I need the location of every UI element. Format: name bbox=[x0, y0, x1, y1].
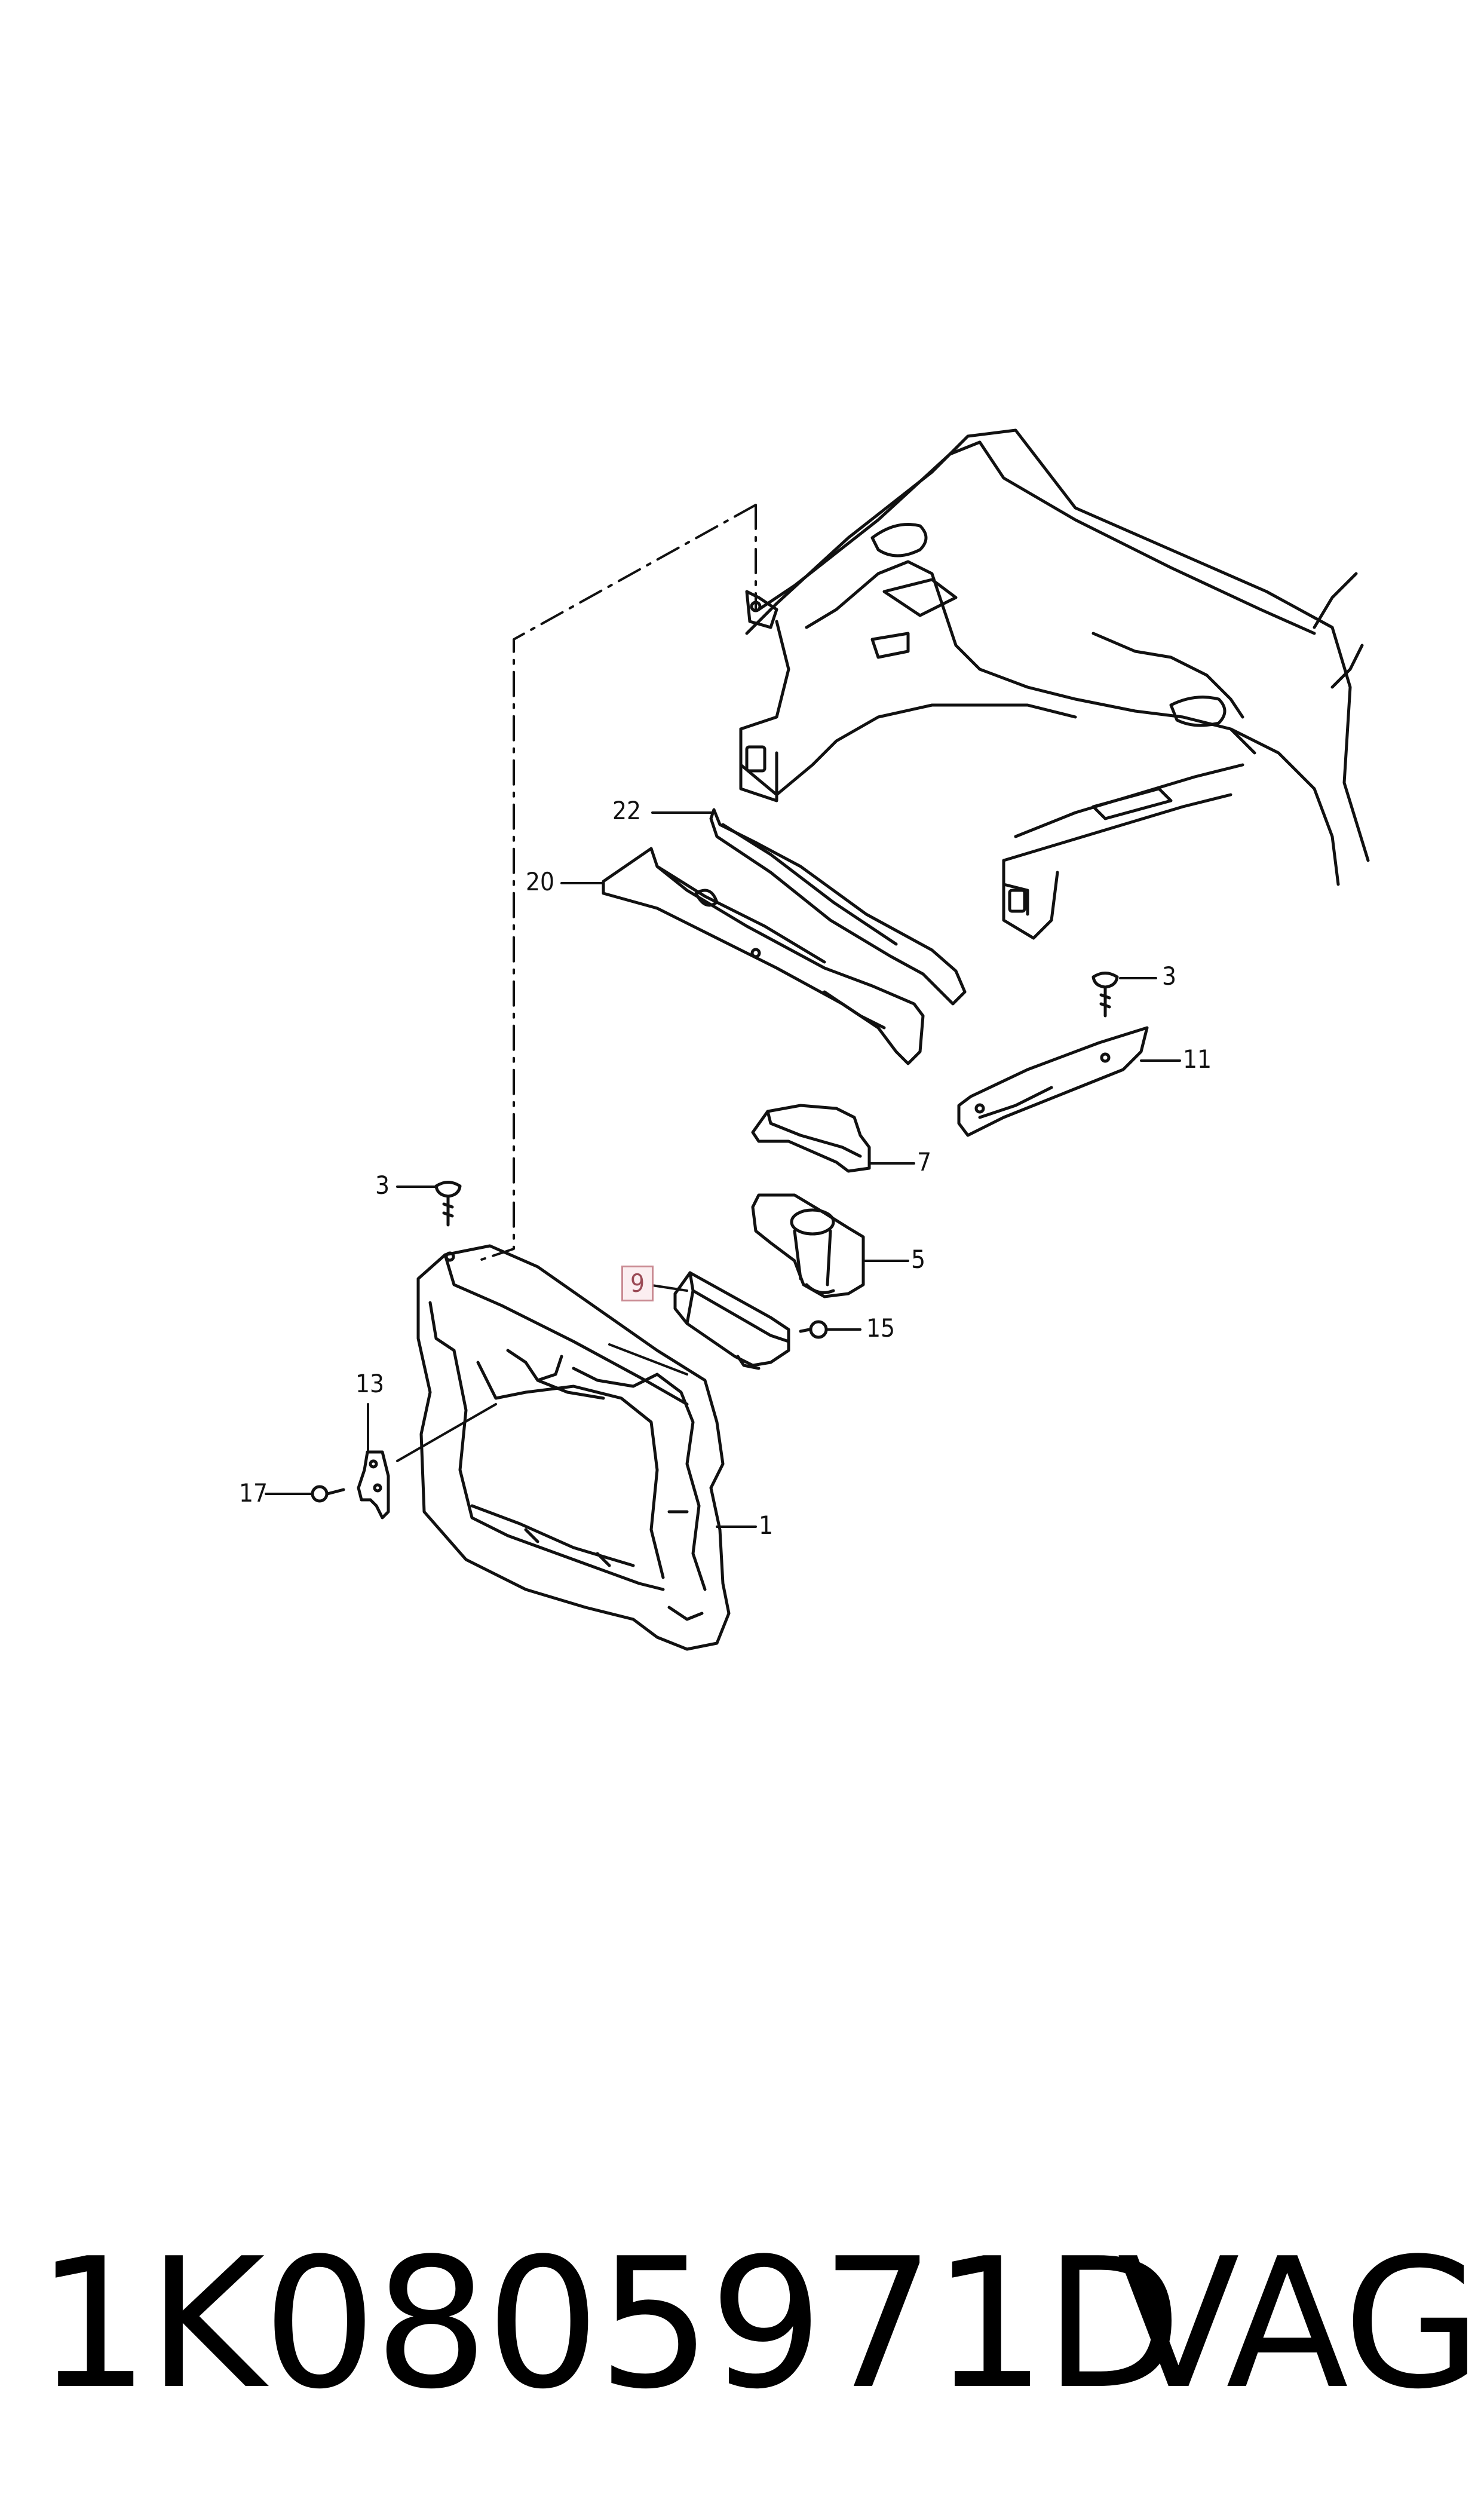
mount-bracket bbox=[745, 590, 778, 629]
callout-1: 1 bbox=[759, 1511, 774, 1540]
alignment-line bbox=[477, 504, 757, 1262]
part-13-bracket bbox=[357, 1450, 390, 1520]
part-15-clip bbox=[799, 1320, 828, 1339]
part-9-air-duct bbox=[673, 1271, 790, 1370]
callout-20: 20 bbox=[526, 867, 555, 896]
part-1-lock-carrier bbox=[416, 1244, 731, 1651]
callout-11: 11 bbox=[1183, 1044, 1212, 1074]
part-5-air-guide bbox=[751, 1193, 865, 1298]
part-20-upper-bar bbox=[602, 847, 925, 1065]
callout-5: 5 bbox=[911, 1245, 926, 1274]
part-11-plate bbox=[957, 1026, 1149, 1137]
callout-22: 22 bbox=[612, 796, 642, 825]
body-front-structure bbox=[739, 428, 1370, 940]
callout-15: 15 bbox=[866, 1313, 896, 1343]
callout-13: 13 bbox=[355, 1369, 385, 1398]
part-3-bolt-upper bbox=[1091, 972, 1119, 1018]
part-22-cross-member bbox=[709, 808, 967, 1006]
part-17-screw bbox=[311, 1485, 345, 1503]
part-7-duct-cover bbox=[751, 1104, 871, 1173]
callout-3-left: 3 bbox=[375, 1171, 390, 1200]
brand-name: VAG bbox=[1117, 2220, 1482, 2428]
part-number: 1K0805971D bbox=[36, 2220, 1182, 2428]
part-3-bolt-left bbox=[434, 1181, 462, 1227]
callout-17: 17 bbox=[239, 1478, 268, 1508]
callout-3-upper: 3 bbox=[1162, 961, 1177, 991]
callout-9-highlighted: 9 bbox=[621, 1266, 654, 1301]
callout-7: 7 bbox=[917, 1147, 932, 1177]
